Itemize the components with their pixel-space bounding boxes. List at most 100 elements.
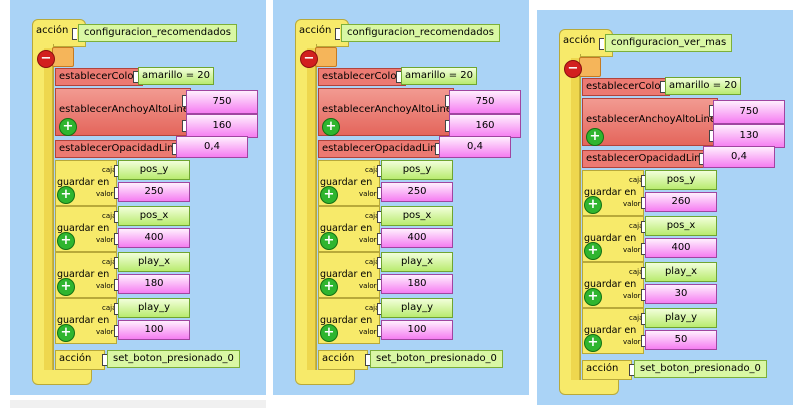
plus-icon[interactable]: + <box>320 232 338 250</box>
connector-plug <box>641 175 646 187</box>
color-argument[interactable]: amarillo = 20 <box>401 67 477 85</box>
guardar-en-block[interactable] <box>318 252 380 298</box>
establecer-color-block[interactable]: establecerColor <box>582 78 670 96</box>
valor-field[interactable]: 400 <box>381 228 453 248</box>
width-value[interactable]: 750 <box>186 90 258 114</box>
width-value[interactable]: 750 <box>449 90 521 114</box>
plus-icon[interactable]: + <box>586 128 604 146</box>
establecer-opacidad-block[interactable]: establecerOpacidadLinea <box>55 140 186 158</box>
plus-icon[interactable]: + <box>584 288 602 306</box>
valor-label: valor <box>359 190 377 198</box>
caja-field[interactable]: play_x <box>118 252 190 272</box>
plus-icon[interactable]: + <box>584 242 602 260</box>
action-name-field[interactable]: configuracion_ver_mas <box>605 34 733 52</box>
tail-label: acción <box>59 353 92 364</box>
valor-field[interactable]: 100 <box>381 320 453 340</box>
caja-field[interactable]: pos_x <box>381 206 453 226</box>
accion-hat-block[interactable] <box>295 19 349 47</box>
establecer-ancho-alto-block[interactable]: establecerAnchoyAltoLinea + <box>55 88 195 136</box>
caja-field[interactable]: play_x <box>645 262 717 282</box>
accion-call-block[interactable]: acción set_boton_presionado_0 <box>582 360 792 380</box>
plus-icon[interactable]: + <box>57 324 75 342</box>
tail-action-name[interactable]: set_boton_presionado_0 <box>107 350 240 368</box>
caja-field[interactable]: play_y <box>381 298 453 318</box>
color-argument[interactable]: amarillo = 20 <box>665 77 741 95</box>
valor-field[interactable]: 250 <box>118 182 190 202</box>
accion-hat-block[interactable] <box>32 19 86 47</box>
establecer-ancho-alto-block[interactable]: establecerAnchoyAltoLinea + <box>582 98 722 146</box>
opacity-value[interactable]: 0,4 <box>176 136 248 158</box>
valor-field[interactable]: 50 <box>645 330 717 350</box>
caja-field[interactable]: play_y <box>645 308 717 328</box>
plus-icon[interactable]: + <box>584 196 602 214</box>
script-panel: acción configuracion_ver_mas − establece… <box>537 10 793 405</box>
establecer-opacidad-block[interactable]: establecerOpacidadLinea <box>318 140 449 158</box>
command-label: establecerColor <box>59 71 138 82</box>
connector-plug <box>445 120 450 132</box>
caja-field[interactable]: play_x <box>381 252 453 272</box>
caja-field[interactable]: pos_y <box>645 170 717 190</box>
tail-action-name[interactable]: set_boton_presionado_0 <box>370 350 503 368</box>
connector-plug <box>377 325 382 337</box>
establecer-ancho-alto-block[interactable]: establecerAnchoyAltoLinea + <box>318 88 458 136</box>
accion-call-block[interactable]: acción set_boton_presionado_0 <box>318 350 528 370</box>
command-label: establecerAnchoyAltoLinea <box>59 104 196 115</box>
caja-field[interactable]: pos_x <box>118 206 190 226</box>
opacity-value[interactable]: 0,4 <box>703 146 775 168</box>
valor-field[interactable]: 180 <box>118 274 190 294</box>
height-value[interactable]: 160 <box>449 114 521 138</box>
valor-field[interactable]: 400 <box>645 238 717 258</box>
minus-icon[interactable]: − <box>564 60 582 78</box>
connector-plug <box>709 130 714 142</box>
color-argument[interactable]: amarillo = 20 <box>138 67 214 85</box>
plus-icon[interactable]: + <box>322 118 340 136</box>
plus-icon[interactable]: + <box>57 232 75 250</box>
action-name-field[interactable]: configuracion_recomendados <box>341 24 500 42</box>
establecer-color-block[interactable]: establecerColor <box>55 68 143 86</box>
plus-icon[interactable]: + <box>320 278 338 296</box>
minus-icon[interactable]: − <box>37 50 55 68</box>
command-label: establecerOpacidadLinea <box>59 143 186 154</box>
minus-icon[interactable]: − <box>300 50 318 68</box>
guardar-label: guardar en <box>57 269 110 280</box>
valor-field[interactable]: 180 <box>381 274 453 294</box>
plus-icon[interactable]: + <box>59 118 77 136</box>
plus-icon[interactable]: + <box>320 324 338 342</box>
caja-label: caja <box>629 268 644 276</box>
height-value[interactable]: 130 <box>713 124 785 148</box>
establecer-opacidad-block[interactable]: establecerOpacidadLinea <box>582 150 713 168</box>
caja-field[interactable]: pos_y <box>118 160 190 180</box>
connector-plug <box>445 95 450 107</box>
caja-label: caja <box>365 166 380 174</box>
connector-plug <box>377 165 382 177</box>
establecer-color-block[interactable]: establecerColor <box>318 68 406 86</box>
valor-field[interactable]: 260 <box>645 192 717 212</box>
command-label: establecerAnchoyAltoLinea <box>322 104 459 115</box>
valor-field[interactable]: 400 <box>118 228 190 248</box>
connector-plug <box>377 257 382 269</box>
height-value[interactable]: 160 <box>186 114 258 138</box>
connector-plug <box>377 211 382 223</box>
action-name-field[interactable]: configuracion_recomendados <box>78 24 237 42</box>
valor-field[interactable]: 30 <box>645 284 717 304</box>
plus-icon[interactable]: + <box>584 334 602 352</box>
caja-field[interactable]: play_y <box>118 298 190 318</box>
width-value[interactable]: 750 <box>713 100 785 124</box>
valor-label: valor <box>96 328 114 336</box>
opacity-value[interactable]: 0,4 <box>439 136 511 158</box>
plus-icon[interactable]: + <box>57 186 75 204</box>
caja-field[interactable]: pos_x <box>645 216 717 236</box>
plus-icon[interactable]: + <box>320 186 338 204</box>
plus-icon[interactable]: + <box>57 278 75 296</box>
guardar-label: guardar en <box>584 187 637 198</box>
command-label: establecerOpacidadLinea <box>322 143 449 154</box>
tail-action-name[interactable]: set_boton_presionado_0 <box>634 360 767 378</box>
guardar-en-block[interactable] <box>582 170 644 216</box>
valor-field[interactable]: 100 <box>118 320 190 340</box>
guardar-label: guardar en <box>57 177 110 188</box>
accion-call-block[interactable]: acción set_boton_presionado_0 <box>55 350 265 370</box>
valor-field[interactable]: 250 <box>381 182 453 202</box>
command-label: establecerColor <box>586 81 665 92</box>
caja-field[interactable]: pos_y <box>381 160 453 180</box>
guardar-label: guardar en <box>320 177 373 188</box>
